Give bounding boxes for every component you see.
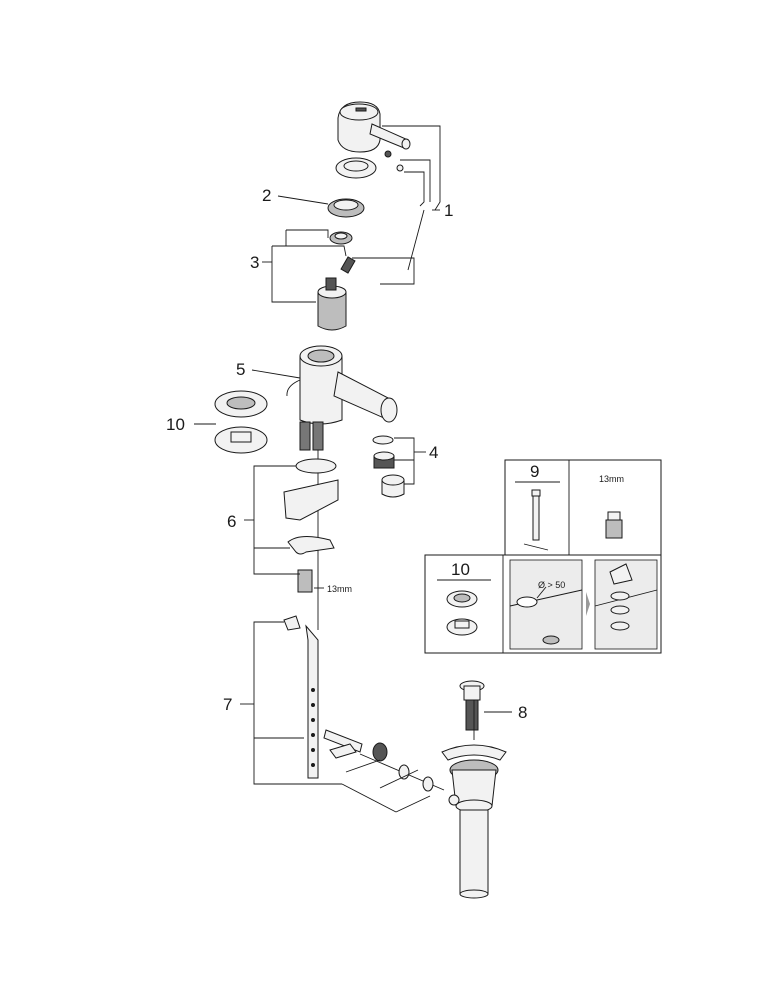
tool-panel-number: 9 xyxy=(530,462,539,481)
aerator-set xyxy=(372,435,405,498)
callout-10: 10 xyxy=(166,415,185,434)
base-rosette xyxy=(214,390,268,454)
install-panel-number: 10 xyxy=(451,560,470,579)
pop-up-waste xyxy=(441,680,507,899)
callout-2: 2 xyxy=(262,186,271,205)
lift-rod xyxy=(283,615,445,792)
cartridge-set xyxy=(317,231,356,331)
callout-4: 4 xyxy=(429,443,438,462)
leader-lines xyxy=(194,125,512,813)
tool-size-label: 13mm xyxy=(599,474,624,484)
dimension-13mm: 13mm xyxy=(327,584,352,594)
callout-1: 1 xyxy=(444,201,453,220)
mounting-set xyxy=(283,458,339,593)
hole-size-label: Ø > 50 xyxy=(538,580,565,590)
callout-3: 3 xyxy=(250,253,259,272)
cap-nut xyxy=(327,198,365,218)
callout-6: 6 xyxy=(227,512,236,531)
callout-8: 8 xyxy=(518,703,527,722)
install-panel: 10 Ø > 50 xyxy=(424,554,662,654)
tool-panel: 9 13mm xyxy=(504,459,662,556)
callout-5: 5 xyxy=(236,360,245,379)
callout-7: 7 xyxy=(223,695,232,714)
handle-assembly xyxy=(335,101,411,179)
